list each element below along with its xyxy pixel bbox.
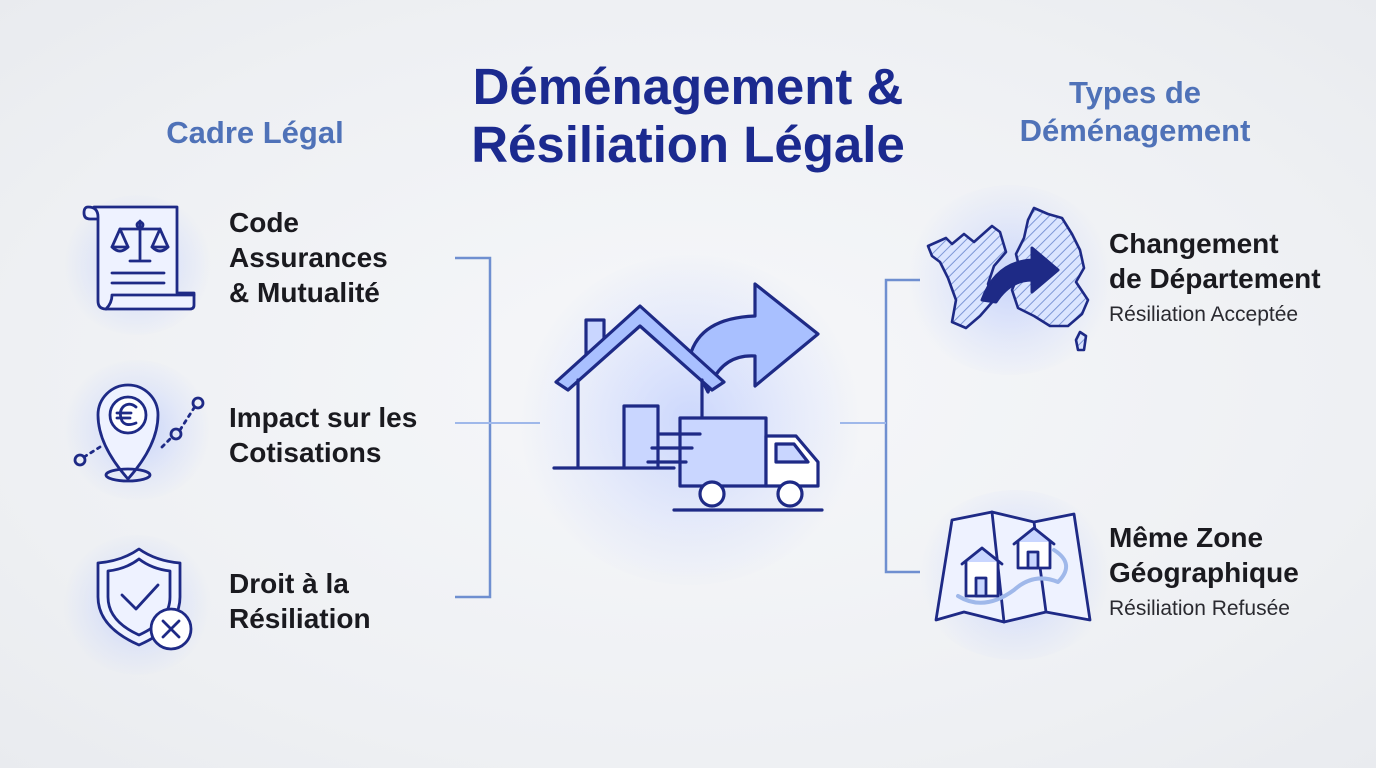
right-item-2-status: Résiliation Refusée: [1109, 597, 1290, 620]
left-item-1-line2: Assurances: [229, 242, 388, 273]
right-item-2-line2: Géographique: [1109, 557, 1299, 588]
left-bracket: [455, 256, 492, 599]
left-item-1-label: Code Assurances & Mutualité: [229, 205, 388, 310]
house-moving-truck-icon: [552, 282, 824, 512]
shield-check-cross-icon: [96, 547, 193, 651]
left-section-heading: Cadre Légal: [166, 115, 344, 150]
right-item-1: Changement de Département Résiliation Ac…: [1109, 226, 1321, 328]
france-map-arrow-icon: [926, 206, 1090, 352]
left-item-1-line1: Code: [229, 207, 299, 238]
right-item-2-line1: Même Zone: [1109, 522, 1264, 553]
page-title-line1: Déménagement &: [472, 58, 904, 115]
page-title: Déménagement & Résiliation Légale: [388, 58, 988, 174]
right-item-1-status: Résiliation Acceptée: [1109, 303, 1299, 326]
local-map-houses-icon: [934, 510, 1092, 624]
right-item-1-line2: de Département: [1109, 263, 1321, 294]
left-item-2-label: Impact sur les Cotisations: [229, 400, 417, 470]
left-item-1-line3: & Mutualité: [229, 277, 380, 308]
left-item-3-line2: Résiliation: [229, 603, 371, 634]
right-section-heading: Types de Déménagement: [990, 74, 1280, 150]
right-item-1-line1: Changement: [1109, 228, 1279, 259]
page-title-line2: Résiliation Légale: [471, 116, 905, 173]
left-item-3-label: Droit à la Résiliation: [229, 566, 371, 636]
left-item-2-line2: Cotisations: [229, 437, 382, 468]
right-bracket: [884, 278, 920, 574]
legal-document-scales-icon: [82, 205, 196, 311]
left-item-2-line1: Impact sur les: [229, 402, 418, 433]
right-section-heading-line1: Types de: [1068, 75, 1202, 110]
euro-location-pin-icon: [73, 383, 205, 483]
left-item-3-line1: Droit à la: [229, 568, 349, 599]
right-item-2: Même Zone Géographique Résiliation Refus…: [1109, 520, 1299, 622]
right-section-heading-line2: Déménagement: [1019, 113, 1251, 148]
